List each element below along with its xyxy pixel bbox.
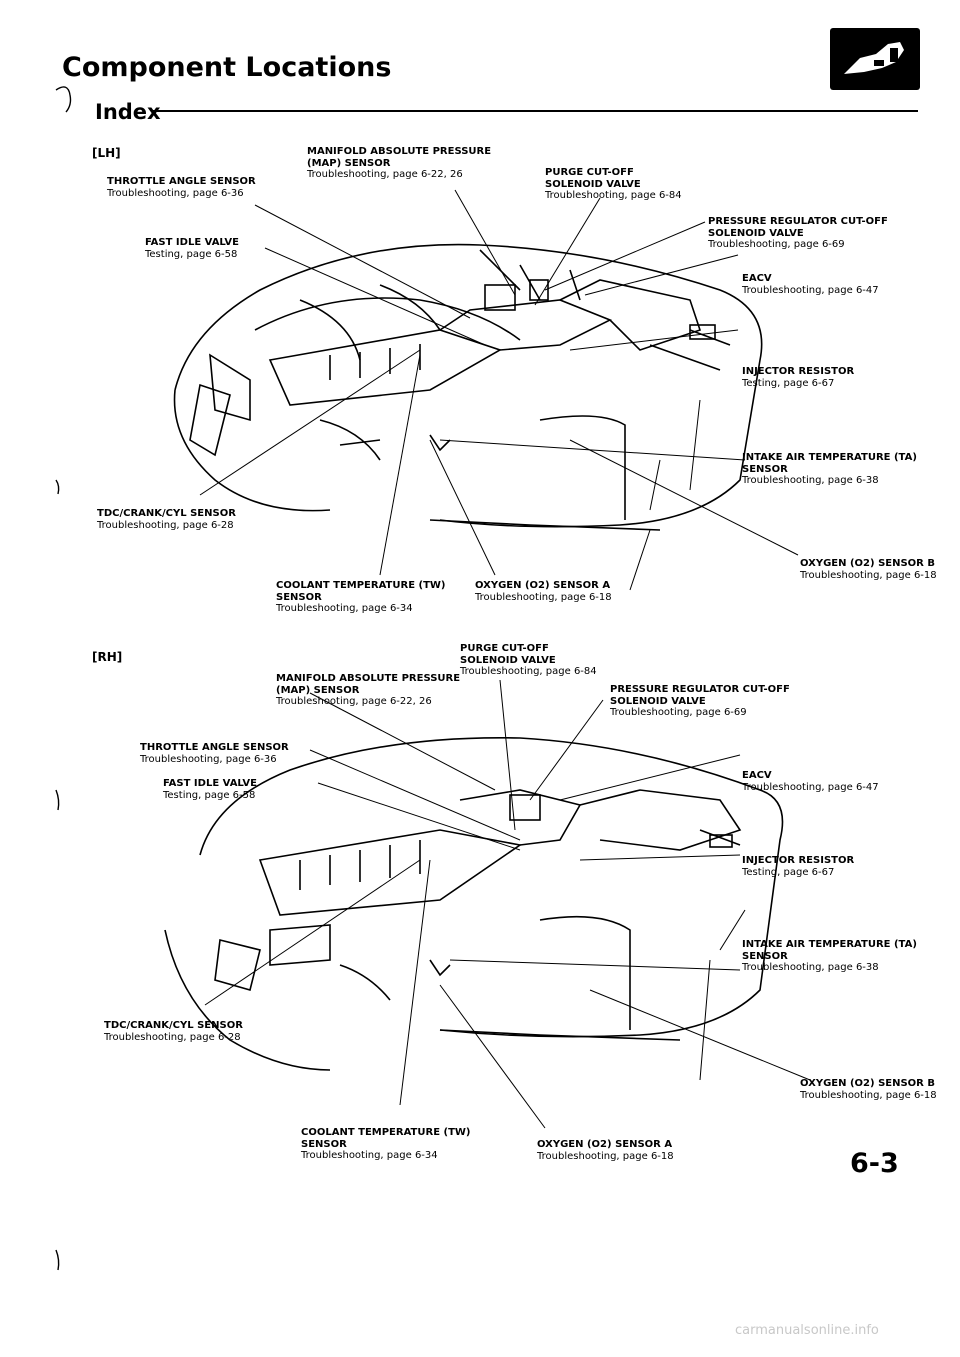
component-name: PRESSURE REGULATOR CUT-OFF [610, 684, 790, 695]
component-name: SOLENOID VALVE [545, 178, 641, 190]
page-reference: Troubleshooting, page 6-38 [742, 475, 879, 486]
page-reference: Troubleshooting, page 6-69 [610, 707, 747, 718]
footer-watermark[interactable]: carmanualsonline.info [735, 1323, 879, 1338]
rh-throttle-angle-sensor-label: THROTTLE ANGLE SENSOR Troubleshooting, p… [140, 742, 289, 765]
rh-leader-lines [204, 679, 811, 1129]
component-name: TDC/CRANK/CYL SENSOR [104, 1020, 243, 1031]
component-name: TDC/CRANK/CYL SENSOR [97, 508, 236, 519]
page-reference: Troubleshooting, page 6-22, 26 [276, 696, 432, 707]
component-name: INJECTOR RESISTOR [742, 366, 855, 377]
component-name: INTAKE AIR TEMPERATURE (TA) [742, 939, 917, 950]
lh-intake-air-temp-sensor-label: INTAKE AIR TEMPERATURE (TA) SENSOR Troub… [742, 452, 917, 487]
page-number: 6-3 [850, 1148, 899, 1179]
component-name: OXYGEN (O2) SENSOR B [800, 558, 935, 569]
page-reference: Troubleshooting, page 6-47 [742, 284, 879, 296]
page-reference: Troubleshooting, page 6-18 [800, 1089, 937, 1101]
rh-pressure-regulator-solenoid-label: PRESSURE REGULATOR CUT-OFF SOLENOID VALV… [610, 684, 790, 719]
lh-eacv-label: EACV Troubleshooting, page 6-47 [742, 273, 879, 296]
rh-section-label: [RH] [92, 650, 123, 664]
rh-engine-drawing [164, 736, 784, 1071]
rh-oxygen-sensor-b-label: OXYGEN (O2) SENSOR B Troubleshooting, pa… [800, 1078, 937, 1101]
component-name: FAST IDLE VALVE [145, 237, 239, 248]
component-name: COOLANT TEMPERATURE (TW) [276, 580, 446, 591]
lh-section-label: [LH] [92, 146, 121, 160]
rh-eacv-label: EACV Troubleshooting, page 6-47 [742, 770, 879, 793]
margin-marks [55, 86, 72, 1271]
page-reference: Troubleshooting, page 6-22, 26 [307, 169, 463, 180]
lh-leader-lines [199, 189, 799, 591]
component-name: SOLENOID VALVE [460, 654, 556, 666]
component-name: THROTTLE ANGLE SENSOR [107, 176, 256, 187]
lh-engine-drawing [173, 243, 763, 531]
page-reference: Troubleshooting, page 6-36 [140, 753, 277, 765]
component-name: THROTTLE ANGLE SENSOR [140, 742, 289, 753]
page-reference: Troubleshooting, page 6-18 [475, 591, 612, 603]
component-name: SENSOR [742, 463, 788, 475]
page-reference: Troubleshooting, page 6-34 [301, 1150, 438, 1161]
page-reference: Troubleshooting, page 6-34 [276, 603, 413, 614]
lh-oxygen-sensor-b-label: OXYGEN (O2) SENSOR B Troubleshooting, pa… [800, 558, 937, 581]
page-reference: Troubleshooting, page 6-28 [97, 519, 234, 531]
rh-map-sensor-label: MANIFOLD ABSOLUTE PRESSURE (MAP) SENSOR … [276, 673, 460, 708]
component-name: EACV [742, 273, 772, 284]
component-name: (MAP) SENSOR [276, 684, 360, 696]
component-name: SOLENOID VALVE [610, 695, 706, 707]
component-name: OXYGEN (O2) SENSOR A [475, 580, 611, 591]
lh-tdc-crank-cyl-sensor-label: TDC/CRANK/CYL SENSOR Troubleshooting, pa… [97, 508, 236, 531]
page-reference: Troubleshooting, page 6-18 [800, 569, 937, 581]
header-rule [152, 110, 918, 112]
lh-purge-cutoff-solenoid-label: PURGE CUT-OFF SOLENOID VALVE Troubleshoo… [545, 167, 682, 202]
rh-purge-cutoff-solenoid-label: PURGE CUT-OFF SOLENOID VALVE Troubleshoo… [460, 643, 597, 678]
rh-injector-resistor-label: INJECTOR RESISTOR Testing, page 6-67 [742, 855, 854, 878]
component-name: SENSOR [742, 950, 788, 962]
engine-logo-icon [830, 28, 920, 90]
rh-oxygen-sensor-a-label: OXYGEN (O2) SENSOR A Troubleshooting, pa… [537, 1139, 674, 1162]
page-reference: Troubleshooting, page 6-69 [708, 239, 845, 250]
component-name: OXYGEN (O2) SENSOR A [537, 1139, 673, 1150]
rh-intake-air-temp-sensor-label: INTAKE AIR TEMPERATURE (TA) SENSOR Troub… [742, 939, 917, 974]
lh-fast-idle-valve-label: FAST IDLE VALVE Testing, page 6-58 [145, 237, 239, 260]
component-name: MANIFOLD ABSOLUTE PRESSURE [276, 673, 461, 684]
component-name: FAST IDLE VALVE [163, 778, 257, 789]
rh-coolant-temp-sensor-label: COOLANT TEMPERATURE (TW) SENSOR Troubles… [301, 1127, 471, 1162]
component-name: SENSOR [301, 1138, 347, 1150]
lh-coolant-temp-sensor-label: COOLANT TEMPERATURE (TW) SENSOR Troubles… [276, 580, 446, 615]
rh-tdc-crank-cyl-sensor-label: TDC/CRANK/CYL SENSOR Troubleshooting, pa… [104, 1020, 243, 1043]
component-name: EACV [742, 770, 772, 781]
section-subtitle: Index [95, 100, 161, 124]
component-name: PURGE CUT-OFF [545, 167, 634, 178]
page-reference: Testing, page 6-58 [145, 248, 238, 260]
lh-pressure-regulator-solenoid-label: PRESSURE REGULATOR CUT-OFF SOLENOID VALV… [708, 216, 888, 251]
page-title: Component Locations [62, 52, 392, 83]
component-name: SOLENOID VALVE [708, 227, 804, 239]
page-reference: Testing, page 6-58 [163, 789, 256, 801]
page-reference: Troubleshooting, page 6-38 [742, 962, 879, 973]
rh-fast-idle-valve-label: FAST IDLE VALVE Testing, page 6-58 [163, 778, 257, 801]
page-reference: Testing, page 6-67 [742, 377, 835, 389]
page-reference: Troubleshooting, page 6-84 [545, 190, 682, 201]
component-name: COOLANT TEMPERATURE (TW) [301, 1127, 471, 1138]
lh-oxygen-sensor-a-label: OXYGEN (O2) SENSOR A Troubleshooting, pa… [475, 580, 612, 603]
component-name: INJECTOR RESISTOR [742, 855, 855, 866]
component-name: INTAKE AIR TEMPERATURE (TA) [742, 452, 917, 463]
page-reference: Troubleshooting, page 6-47 [742, 781, 879, 793]
page-reference: Troubleshooting, page 6-28 [104, 1031, 241, 1043]
component-name: (MAP) SENSOR [307, 157, 391, 169]
component-name: MANIFOLD ABSOLUTE PRESSURE [307, 146, 492, 157]
page-reference: Troubleshooting, page 6-18 [537, 1150, 674, 1162]
component-name: SENSOR [276, 591, 322, 603]
page-reference: Troubleshooting, page 6-84 [460, 666, 597, 677]
lh-map-sensor-label: MANIFOLD ABSOLUTE PRESSURE (MAP) SENSOR … [307, 146, 491, 181]
component-name: PURGE CUT-OFF [460, 643, 549, 654]
lh-throttle-angle-sensor-label: THROTTLE ANGLE SENSOR Troubleshooting, p… [107, 176, 256, 199]
page-reference: Testing, page 6-67 [742, 866, 835, 878]
page-reference: Troubleshooting, page 6-36 [107, 187, 244, 199]
lh-injector-resistor-label: INJECTOR RESISTOR Testing, page 6-67 [742, 366, 854, 389]
component-name: OXYGEN (O2) SENSOR B [800, 1078, 935, 1089]
component-name: PRESSURE REGULATOR CUT-OFF [708, 216, 888, 227]
